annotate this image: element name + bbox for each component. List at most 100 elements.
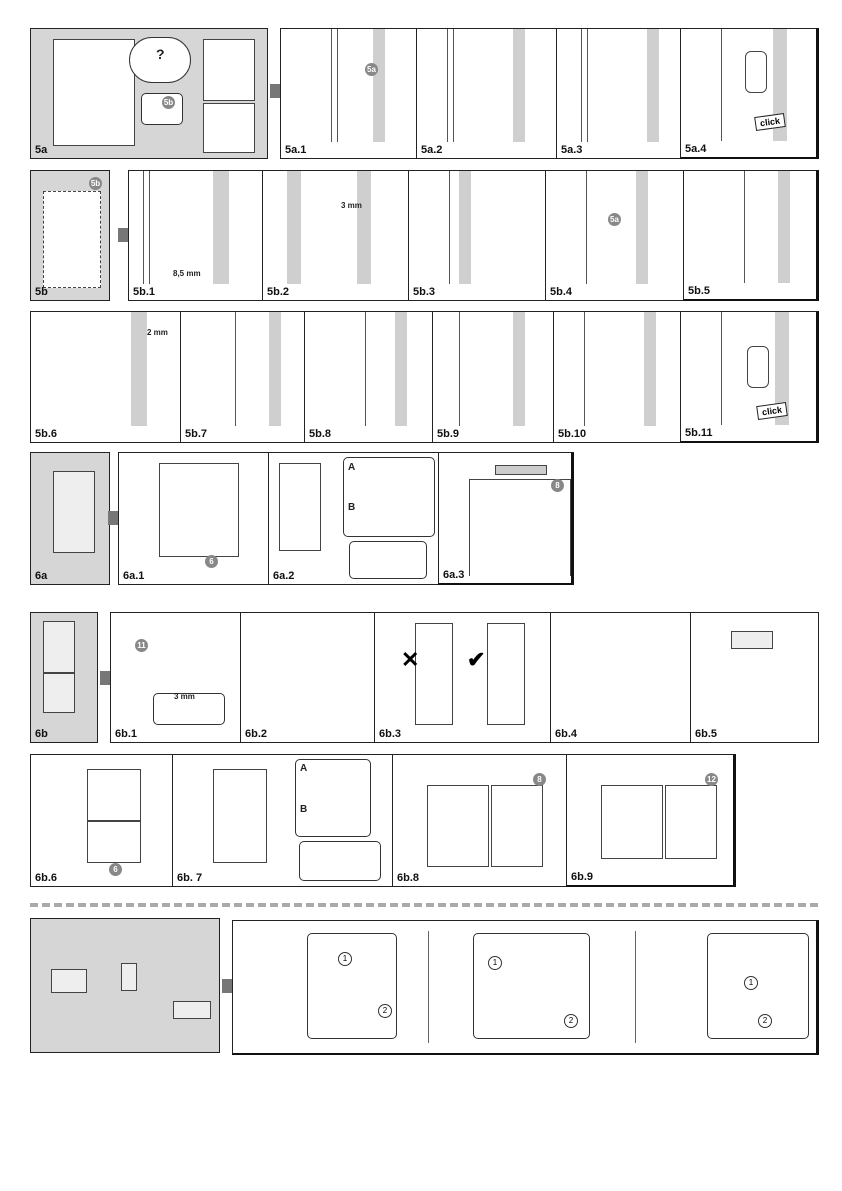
step-label: 6a.2 [273, 570, 295, 582]
panel-6b-6: 6 6b.6 [30, 754, 173, 887]
step-label: 6b.6 [35, 872, 58, 884]
panel-5b-1: 8,5 mm 5b.1 [128, 170, 263, 301]
fridge-door [665, 785, 717, 859]
panel-6b-3: ✕ ✔ 6b.3 [374, 612, 551, 743]
panel-6a-1: 6 6a.1 [118, 452, 269, 585]
panel-5b-11: click 5b.11 [680, 311, 819, 443]
panel-5b-2: 3 mm 5b.2 [262, 170, 409, 301]
frame-line [331, 29, 332, 142]
frame-line [447, 29, 448, 142]
frame-line [373, 29, 385, 142]
annotation: ? [156, 46, 165, 62]
door-illustration [43, 621, 75, 673]
frame-line [143, 171, 144, 284]
step-label: 6b. 7 [177, 872, 203, 884]
fridge-frame [87, 821, 141, 863]
frame-line [131, 312, 147, 426]
panel-6b-8: 8 6b.8 [392, 754, 567, 887]
step-label: 5b.8 [309, 428, 332, 440]
door-illustration [203, 103, 255, 153]
step-label: 6b.3 [379, 728, 402, 740]
panel-cover-overview [30, 918, 220, 1053]
step-label: 5b.9 [437, 428, 460, 440]
frame-line [647, 29, 659, 142]
check-icon: ✔ [467, 647, 486, 672]
annotation: A [348, 462, 356, 473]
panel-5b-10: 5b.10 [553, 311, 681, 443]
panel-6b-2: 6b.2 [240, 612, 375, 743]
detail-inset [299, 841, 381, 881]
step-label: 6b.2 [245, 728, 268, 740]
step-label: 5a.1 [285, 144, 307, 156]
step-label: 6b.4 [555, 728, 578, 740]
detail-inset: A B [343, 457, 435, 537]
fridge-frame [469, 479, 571, 576]
step-label: 6b.9 [571, 871, 594, 883]
fridge-frame [415, 623, 453, 725]
door-illustration [43, 673, 75, 713]
annotation: 2 mm [147, 328, 168, 337]
fridge-frame [279, 463, 321, 551]
panel-6b-5: 6b.5 [690, 612, 819, 743]
part-badge: 6 [205, 555, 218, 568]
divider [428, 931, 429, 1043]
frame-line [235, 312, 236, 426]
part-badge: 12 [705, 773, 718, 786]
detail-inset: A B [295, 759, 371, 837]
panel-6b-4: 6b.4 [550, 612, 691, 743]
detail-inset [349, 541, 427, 579]
frame-line [357, 171, 371, 284]
divider [635, 931, 636, 1043]
frame-line [586, 171, 587, 284]
step-label: 6a [35, 570, 48, 582]
frame-line [459, 171, 471, 284]
door-illustration [53, 39, 135, 146]
panel-5b-4: 5a 5b.4 [545, 170, 684, 301]
frame-line [636, 171, 648, 284]
step-number: 1 [744, 976, 758, 990]
annotation: B [300, 804, 308, 815]
question-cloud: ? [129, 37, 191, 83]
fridge-frame [159, 463, 239, 557]
step-label: 6b.1 [115, 728, 138, 740]
frame-line [587, 29, 588, 142]
step-label: 6b.5 [695, 728, 718, 740]
scissors-inset: 1 2 [307, 933, 397, 1039]
step-label: 5b.3 [413, 286, 436, 298]
scissors-inset: 1 2 [707, 933, 809, 1039]
panel-5b-6: 2 mm 5b.6 [30, 311, 181, 443]
part-badge: 5b [162, 96, 175, 109]
frame-line [775, 312, 789, 425]
cross-icon: ✕ [401, 647, 420, 672]
panel-5b-5: 5b.5 [683, 170, 819, 301]
frame-line [269, 312, 281, 426]
step-number: 1 [338, 952, 352, 966]
fridge-frame [601, 785, 663, 859]
door-illustration [53, 471, 95, 553]
panel-6a-3: 8 6a.3 [438, 452, 574, 585]
fridge-frame [213, 769, 267, 863]
panel-cover-removal: 1 2 1 2 1 2 [232, 920, 819, 1055]
annotation: 3 mm [174, 692, 195, 701]
part-badge: 11 [135, 639, 148, 652]
step-label: 5b.11 [685, 427, 713, 439]
fridge-frame [87, 769, 141, 821]
detail-inset: 3 mm [153, 692, 225, 725]
step-label: 6b.8 [397, 872, 420, 884]
panel-5a-3: 5a.3 [556, 28, 681, 159]
panel-5a-2: 5a.2 [416, 28, 557, 159]
fridge-frame [427, 785, 489, 867]
step-label: 5a.4 [685, 143, 707, 155]
frame-line [581, 29, 582, 142]
frame-line [365, 312, 366, 426]
tool-inset: 5b [141, 93, 183, 125]
frame-line [644, 312, 656, 426]
frame-line [395, 312, 407, 426]
step-label: 5b.5 [688, 285, 711, 297]
step-label: 6a.3 [443, 569, 465, 581]
step-label: 5a.2 [421, 144, 443, 156]
step-number: 2 [758, 1014, 772, 1028]
panel-5a: ? 5b 5a [30, 28, 268, 159]
frame-line [149, 171, 150, 284]
